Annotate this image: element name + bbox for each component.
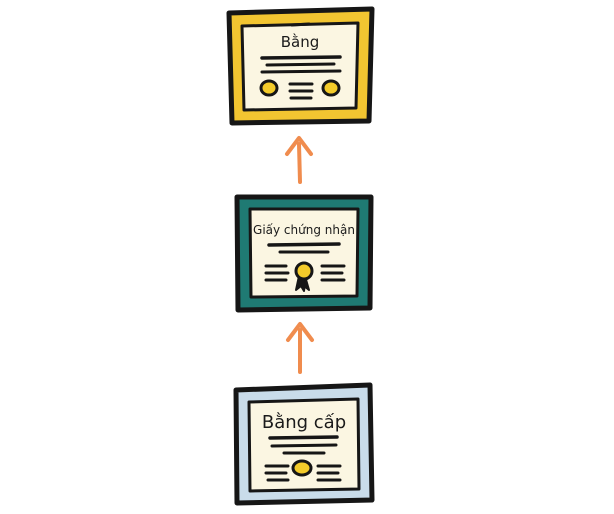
ribbon-rosette-icon (294, 261, 314, 292)
certificate-top: Bằng (226, 6, 375, 126)
arrow-up-icon (285, 136, 313, 184)
arrow-up-icon (286, 322, 314, 374)
certificate-middle: Giấy chứng nhận (234, 194, 374, 313)
certificate-bottom: Bằng cấp (233, 382, 375, 506)
gold-seal-right-icon (321, 79, 341, 97)
certificate-bottom-title: Bằng cấp (262, 412, 346, 433)
certificate-middle-title: Giấy chứng nhận (253, 223, 355, 237)
gold-seal-icon (291, 459, 313, 477)
gold-seal-left-icon (259, 79, 279, 97)
certificate-top-title: Bằng (281, 33, 320, 51)
